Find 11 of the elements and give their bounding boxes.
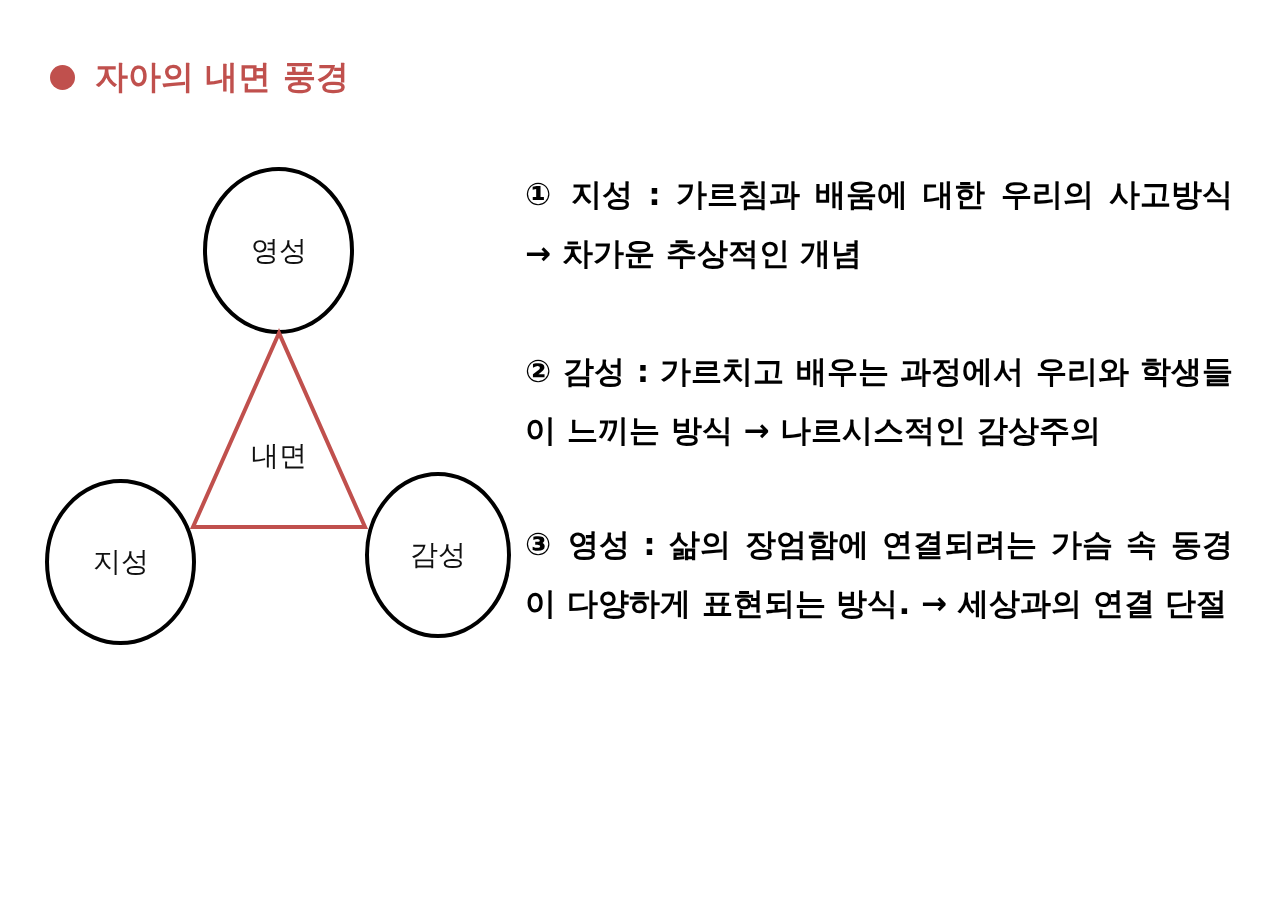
node-label: 내면 bbox=[251, 439, 307, 473]
node-label: 영성 bbox=[250, 233, 307, 268]
description-paragraph: ③ 영성 : 삶의 장엄함에 연결되려는 가슴 속 동경이 다양하게 표현되는 방식. → 세상과의 연결 단절 bbox=[525, 525, 1233, 623]
circle-node bbox=[365, 472, 511, 638]
description-paragraph: ② 감성 : 가르치고 배우는 과정에서 우리와 학생들이 느끼는 방식 → 나르시스적인 감상주의 bbox=[525, 352, 1233, 450]
title-text: 자아의 내면 풍경 bbox=[95, 57, 349, 97]
description-paragraph: ① 지성 : 가르침과 배움에 대한 우리의 사고방식 → 차가운 추상적인 개념 bbox=[525, 175, 1233, 273]
node-label: 감성 bbox=[410, 538, 466, 572]
circle-node bbox=[203, 167, 354, 334]
circle-node bbox=[45, 479, 196, 645]
node-label: 지성 bbox=[92, 545, 149, 579]
